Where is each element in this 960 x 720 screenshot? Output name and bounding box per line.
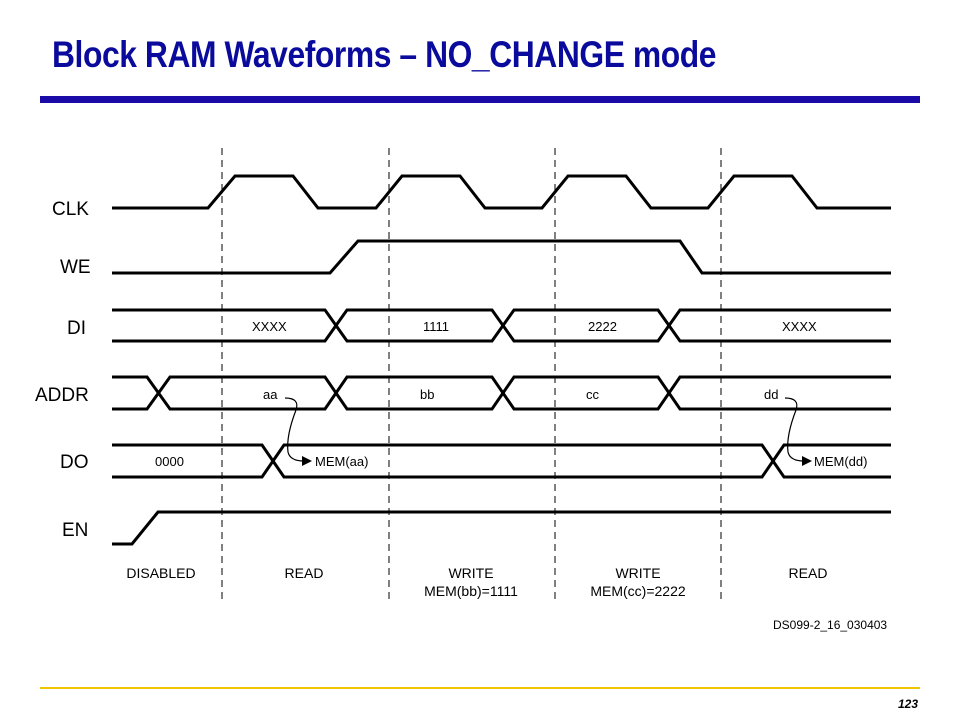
en-waveform bbox=[112, 510, 891, 546]
mode-label-2: READ bbox=[285, 565, 324, 581]
do-value-2: MEM(aa) bbox=[315, 454, 368, 469]
read-arrow-dd bbox=[784, 397, 812, 466]
di-value-4: XXXX bbox=[782, 319, 817, 334]
signal-label-addr: ADDR bbox=[35, 385, 89, 406]
signal-label-we: WE bbox=[60, 257, 91, 278]
do-value-1: 0000 bbox=[155, 454, 184, 469]
read-arrow-aa bbox=[284, 397, 312, 466]
addr-bus-waveform bbox=[112, 375, 891, 411]
signal-label-en: EN bbox=[62, 520, 88, 541]
slide-title: Block RAM Waveforms – NO_CHANGE mode bbox=[52, 34, 717, 75]
mode-sublabel-4: MEM(cc)=2222 bbox=[590, 583, 686, 599]
do-value-3: MEM(dd) bbox=[814, 454, 867, 469]
addr-value-3: cc bbox=[586, 387, 600, 402]
signal-label-clk: CLK bbox=[52, 199, 89, 220]
addr-value-2: bb bbox=[420, 387, 434, 402]
di-bus-waveform bbox=[112, 308, 891, 343]
title-underline bbox=[40, 96, 920, 103]
di-value-1: XXXX bbox=[252, 319, 287, 334]
clk-waveform bbox=[112, 174, 891, 210]
di-value-3: 2222 bbox=[588, 319, 617, 334]
signal-label-di: DI bbox=[67, 318, 86, 339]
addr-value-1: aa bbox=[263, 387, 278, 402]
mode-label-4: WRITE bbox=[615, 565, 660, 581]
di-value-2: 1111 bbox=[423, 319, 449, 334]
mode-sublabel-3: MEM(bb)=1111 bbox=[424, 583, 518, 599]
signal-label-do: DO bbox=[60, 452, 89, 473]
mode-label-5: READ bbox=[789, 565, 828, 581]
addr-value-4: dd bbox=[764, 387, 778, 402]
mode-label-1: DISABLED bbox=[126, 565, 195, 581]
footer-rule bbox=[40, 687, 920, 689]
we-waveform bbox=[112, 239, 891, 275]
page-number: 123 bbox=[897, 697, 918, 711]
figure-code: DS099-2_16_030403 bbox=[773, 618, 887, 632]
do-bus-waveform bbox=[112, 443, 891, 479]
mode-label-3: WRITE bbox=[448, 565, 493, 581]
